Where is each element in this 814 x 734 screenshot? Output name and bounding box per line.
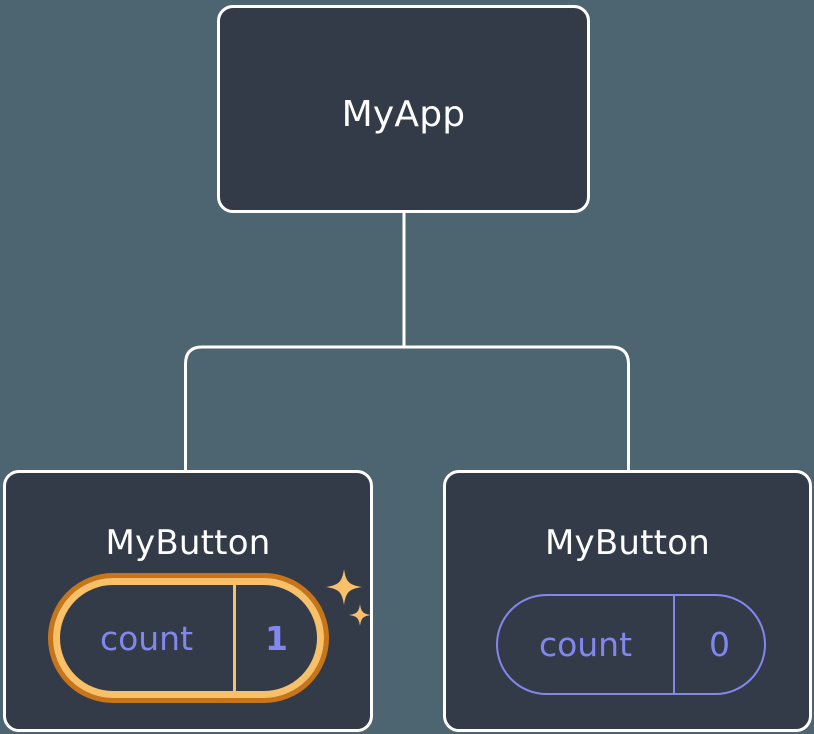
state-key-left: count [99,618,194,658]
node-mybutton-right[interactable]: MyButton count 0 [443,470,812,732]
state-pill-count-highlighted[interactable]: count 1 [48,573,329,703]
node-myapp[interactable]: MyApp [217,5,590,213]
state-value-right: 0 [673,596,764,693]
node-myapp-label: MyApp [341,94,466,135]
state-value-left: 1 [233,585,317,691]
connector-branch-left [184,345,404,470]
sparkle-small-icon [349,604,371,626]
state-pill-right-wrap: count 0 [496,594,766,695]
node-mybutton-right-label: MyButton [545,523,710,563]
state-pill-left-wrap: count 1 [48,573,329,703]
state-key-right: count [538,625,633,664]
state-pill-count-plain[interactable]: count 0 [496,594,766,695]
state-pill-inner-ring: count 1 [53,578,324,698]
node-mybutton-left-label: MyButton [105,523,271,563]
connector-branch-right [404,345,630,470]
node-mybutton-left[interactable]: MyButton count 1 [3,470,373,732]
sparkle-large-icon [326,569,362,605]
